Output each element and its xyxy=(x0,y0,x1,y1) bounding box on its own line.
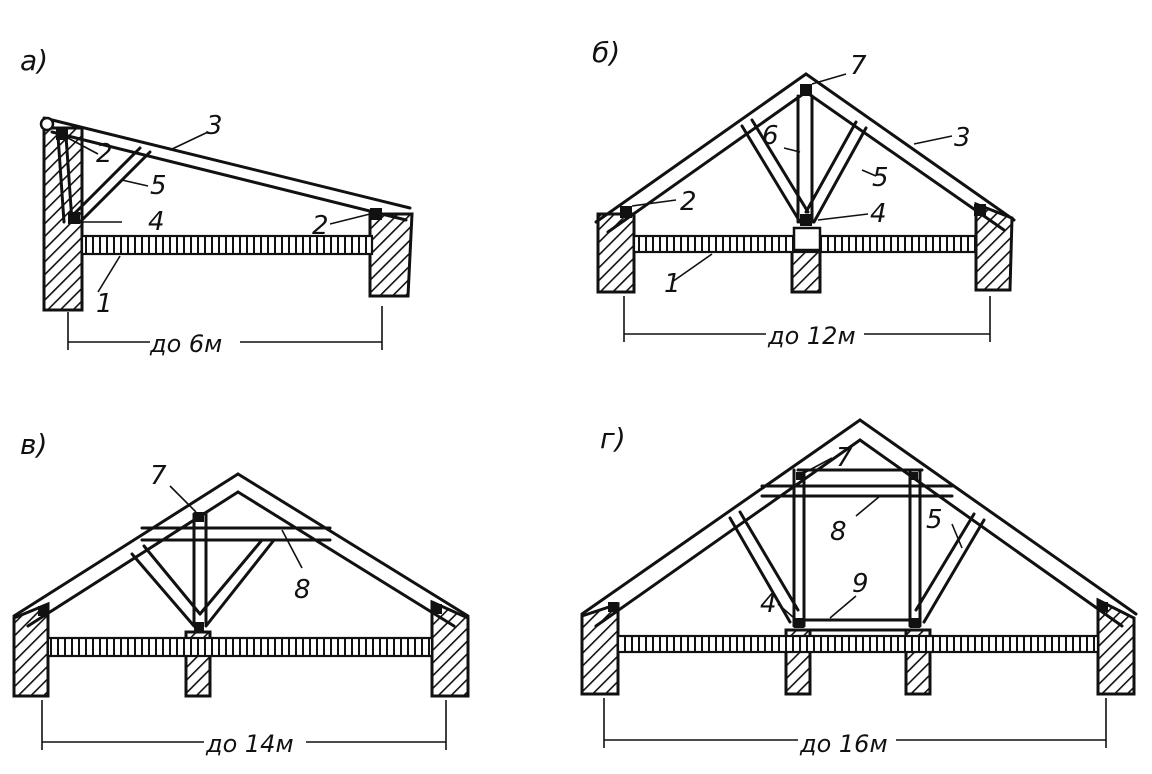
panel-b-wall-middle xyxy=(790,248,822,294)
panel-g-span: до 16м xyxy=(799,730,888,758)
panel-g-rafter-right-top xyxy=(858,418,1138,616)
panel-g-num-9: 9 xyxy=(852,569,869,599)
panel-v-rafter-right-top xyxy=(236,472,470,618)
panel-g-ceiling-beam xyxy=(616,634,1100,654)
panel-a-num-5: 5 xyxy=(150,171,167,201)
panel-g-rafter-left-top xyxy=(580,418,862,616)
panel-g-rafter-left-bot xyxy=(594,438,862,628)
panel-b: б) 7 6 5 3 xyxy=(592,36,1016,350)
panel-v-rafter-right-bot xyxy=(236,490,456,628)
panel-g-num-7: 7 xyxy=(836,443,853,473)
panel-a-num-3: 3 xyxy=(206,111,223,141)
panel-g: г) xyxy=(580,418,1138,758)
panel-v-node-base xyxy=(194,622,204,632)
panel-v-node-top xyxy=(194,512,204,522)
panel-b-rafter-right-top xyxy=(804,72,1016,222)
panel-a-node-right xyxy=(370,208,382,220)
panel-v-label: в) xyxy=(20,428,47,461)
panel-v-wall-left xyxy=(12,601,50,698)
panel-b-num-3: 3 xyxy=(954,123,971,153)
panel-a-num-2b: 2 xyxy=(312,211,329,241)
panel-g-num-5: 5 xyxy=(926,505,943,535)
panel-a-ceiling-beam xyxy=(80,234,374,256)
panel-b-node-right xyxy=(974,204,986,216)
panel-g-wall-left xyxy=(580,601,620,696)
panel-a-node-left xyxy=(68,212,80,224)
panel-b-num-4: 4 xyxy=(870,199,887,229)
panel-g-node-left xyxy=(794,618,804,628)
panel-a-node-top xyxy=(56,128,68,140)
panel-a-strut-2 xyxy=(78,150,152,224)
panel-g-node-right xyxy=(910,618,920,628)
panel-b-num-7: 7 xyxy=(850,51,867,81)
panel-v-num-8: 8 xyxy=(294,575,311,605)
panel-a-rafter-top xyxy=(42,116,412,210)
panel-a-strut-1 xyxy=(68,146,142,220)
panel-v-num-7: 7 xyxy=(150,461,167,491)
panel-a-num-1: 1 xyxy=(96,289,113,319)
panel-v-wall-right xyxy=(430,599,470,698)
panel-g-label: г) xyxy=(600,422,626,455)
panel-g-num-8: 8 xyxy=(830,517,847,547)
panel-a-wall-right xyxy=(368,212,414,298)
panel-a-span: до 6м xyxy=(149,330,222,358)
panel-v-span: до 14м xyxy=(205,730,294,758)
panel-a-post-line-1 xyxy=(64,134,74,224)
panel-g-num-4: 4 xyxy=(760,589,777,619)
panel-a-num-2a: 2 xyxy=(96,139,113,169)
panel-b-rafter-right-bot xyxy=(804,90,1006,232)
panel-a-label: а) xyxy=(20,44,48,77)
panel-v-rafter-left-top xyxy=(12,472,240,618)
panel-b-num-2: 2 xyxy=(680,187,697,217)
panel-v: в) 7 8 д xyxy=(12,428,470,758)
panel-g-rafter-right-bot xyxy=(858,438,1124,628)
panel-a: а) 3 2 5 4 2 1 xyxy=(20,44,414,358)
panel-v-ceiling-beam xyxy=(46,636,434,658)
panel-g-wall-right xyxy=(1096,597,1136,696)
panel-b-wall-right xyxy=(974,201,1014,292)
panel-b-num-6: 6 xyxy=(762,121,779,151)
panel-b-num-1: 1 xyxy=(664,269,681,299)
panel-b-span: до 12м xyxy=(767,322,856,350)
panel-b-rafter-left-bot xyxy=(606,90,808,234)
panel-b-node-base xyxy=(800,214,812,226)
panel-b-rafter-left-top xyxy=(594,72,808,224)
panel-a-num-4: 4 xyxy=(148,207,165,237)
panel-b-num-5: 5 xyxy=(872,163,889,193)
panel-a-post-line-2 xyxy=(56,134,66,224)
panel-b-node-ridge xyxy=(800,84,812,96)
panel-a-rafter-bottom xyxy=(50,130,408,222)
panel-b-node-left xyxy=(620,206,632,218)
panel-b-label: б) xyxy=(592,36,620,69)
